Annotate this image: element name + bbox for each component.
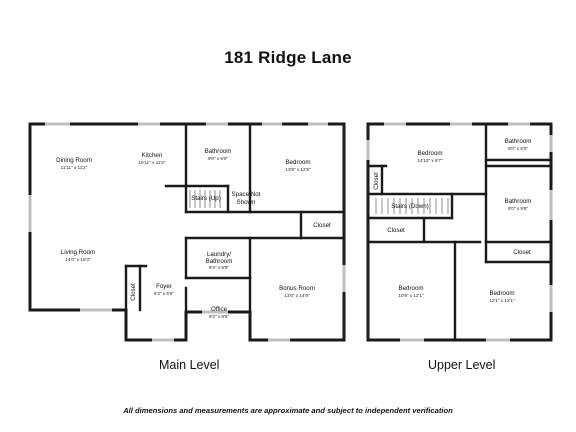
room-name: Closet — [373, 172, 380, 190]
room-name: Closet — [130, 283, 137, 301]
room-dimensions: 10'11" x 11'2" — [138, 160, 165, 165]
room-dimensions: 10'9" x 12'1" — [398, 293, 424, 298]
room-name: Shown — [237, 199, 256, 206]
room-name: Bathroom — [206, 258, 233, 265]
room-name: Stairs (Up) — [191, 195, 221, 202]
room-name: Bedroom — [417, 150, 442, 157]
room-name: Bedroom — [398, 285, 423, 292]
room-dimensions: 12'1" x 12'1" — [489, 298, 515, 303]
room-name: Office — [211, 306, 228, 313]
room-dimensions: 6'2" x 6'5" — [154, 291, 174, 296]
room-name: Bonus Room — [279, 285, 315, 292]
disclaimer: All dimensions and measurements are appr… — [123, 406, 453, 415]
room-name: Bathroom — [505, 198, 532, 205]
upper-level-plan: Bedroom 14'10" x 8'7" Bathroom 8'0" x 5'… — [366, 122, 553, 342]
room-name: Kitchen — [142, 152, 163, 159]
main-level-plan: Dining Room 11'11" x 11'2" Kitchen 10'11… — [28, 122, 346, 342]
room-dimensions: 11'11" x 11'2" — [61, 165, 88, 170]
stairs-up-treads — [189, 190, 221, 208]
room-dimensions: 14'0" x 16'3" — [65, 257, 91, 262]
room-name: Space Not — [232, 191, 261, 198]
room-name: Dining Room — [56, 157, 92, 164]
room-dimensions: 9'3" x 6'9" — [209, 265, 229, 270]
main-level-label: Main Level — [159, 358, 220, 372]
room-name: Bathroom — [205, 148, 232, 155]
room-name: Closet — [513, 249, 531, 256]
room-name: Bedroom — [285, 159, 310, 166]
room-dimensions: 14'10" x 8'7" — [417, 158, 443, 163]
room-dimensions: 9'3" x 8'5" — [209, 314, 229, 319]
upper-outer-wall — [366, 122, 553, 342]
room-name: Bedroom — [489, 290, 514, 297]
room-name: Stairs (Down) — [391, 203, 428, 210]
room-name: Closet — [313, 222, 331, 229]
room-name: Foyer — [156, 283, 172, 290]
room-dimensions: 8'0" x 5'0" — [508, 146, 528, 151]
room-dimensions: 13'9" x 12'9" — [285, 167, 311, 172]
room-name: Laundry/ — [207, 251, 231, 258]
room-name: Bathroom — [505, 138, 532, 145]
room-dimensions: 9'0" x 9'0" — [208, 156, 228, 161]
stairs-down-treads — [375, 198, 449, 214]
room-name: Closet — [387, 227, 405, 234]
page-title: 181 Ridge Lane — [224, 48, 352, 67]
room-name: Living Room — [61, 249, 95, 256]
room-dimensions: 8'0" x 9'8" — [508, 206, 528, 211]
upper-level-label: Upper Level — [428, 358, 496, 372]
room-dimensions: 13'6" x 14'9" — [284, 293, 310, 298]
